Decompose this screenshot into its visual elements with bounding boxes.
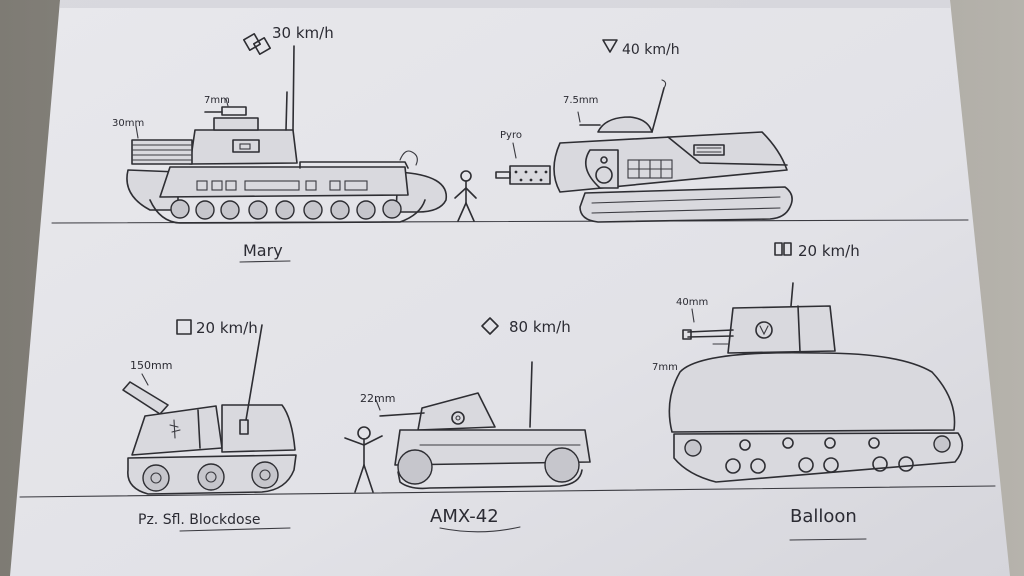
tank-balloon — [668, 282, 964, 483]
balloon-speed-label: 20 km/h — [798, 242, 860, 260]
blockdose-wheels — [142, 461, 279, 492]
tank-blockdose — [122, 324, 297, 495]
stick-figure-2 — [344, 426, 383, 493]
mary-name-label: Mary — [243, 241, 283, 260]
balloon-underline — [789, 538, 867, 541]
blockdose-name-label: Pz. Sfl. Blockdose — [138, 512, 261, 528]
balloon-7mm-label: 7mm — [652, 362, 678, 373]
tank-pyro — [495, 79, 793, 223]
tank-mary — [126, 45, 447, 224]
pyro-speed-label: 40 km/h — [622, 42, 680, 58]
amx-name-label: AMX-42 — [430, 506, 499, 527]
balloon-speed-icon — [774, 242, 792, 256]
balloon-name-label: Balloon — [790, 506, 857, 527]
amx-speed-icon — [481, 317, 499, 335]
ground-line-bottom — [19, 485, 996, 498]
mary-speed-label: 30 km/h — [272, 24, 334, 42]
mary-underline — [239, 260, 291, 263]
amx-22mm-label: 22mm — [360, 392, 395, 405]
blockdose-underline — [179, 527, 291, 532]
pyro-speed-icon — [602, 39, 618, 53]
blockdose-150mm-label: 150mm — [130, 359, 172, 372]
stick-figure-1 — [454, 170, 477, 222]
mary-wheels — [170, 199, 402, 220]
amx-speed-label: 80 km/h — [509, 318, 571, 336]
mary-30mm-label: 30mm — [112, 118, 144, 129]
paper-shadow — [60, 0, 950, 8]
balloon-40mm-label: 40mm — [676, 297, 708, 308]
mary-7mm-label: 7mm — [204, 95, 230, 106]
blockdose-speed-label: 20 km/h — [196, 319, 258, 337]
mary-speed-icon — [243, 33, 271, 55]
blockdose-speed-icon — [176, 319, 192, 335]
pyro-name-label: Pyro — [500, 130, 522, 141]
balloon-bogies — [725, 437, 914, 474]
pyro-7mm-label: 7.5mm — [563, 95, 598, 106]
tank-amx42 — [375, 361, 591, 490]
amx-underline — [439, 526, 521, 533]
